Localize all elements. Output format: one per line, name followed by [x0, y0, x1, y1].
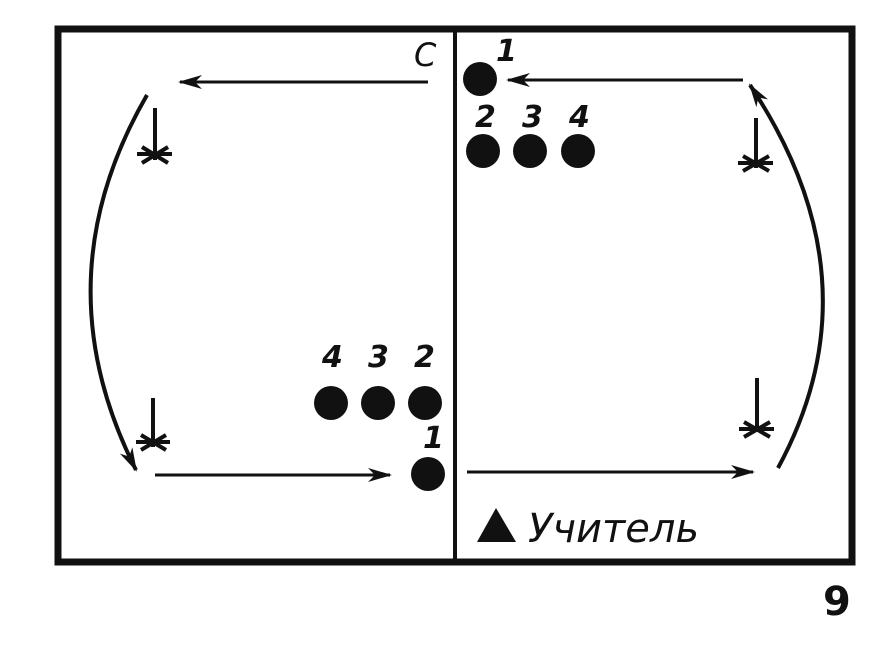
- teacher-triangle-icon: [477, 508, 516, 542]
- flag-marker-icon: [137, 108, 172, 165]
- court-border: [54, 25, 856, 566]
- player-dot-icon: [466, 134, 500, 168]
- player-number: 3: [522, 100, 543, 135]
- player-dot-icon: [408, 386, 442, 420]
- flag-marker-icon: [739, 378, 774, 439]
- player-number: 1: [496, 34, 517, 69]
- center-label: C: [414, 36, 437, 74]
- player-dot-icon: [561, 134, 595, 168]
- flag-marker-icon: [738, 118, 773, 173]
- player-dot-icon: [361, 386, 395, 420]
- player-dot-icon: [463, 62, 497, 96]
- player-dot-icon: [513, 134, 547, 168]
- flag-marker-icon: [136, 398, 170, 452]
- player-number: 2: [475, 100, 496, 135]
- player-dot-icon: [411, 457, 445, 491]
- player-number: 3: [368, 340, 389, 375]
- player-number: 1: [423, 421, 444, 456]
- arrow-curve-right: [748, 83, 825, 469]
- player-dot-icon: [314, 386, 348, 420]
- player-number: 4: [568, 100, 590, 135]
- figure-number: 9: [823, 579, 851, 625]
- player-number: 4: [321, 340, 343, 375]
- player-number: 2: [414, 340, 435, 375]
- teacher-label: Учитель: [528, 506, 699, 552]
- arrow-curve-left: [88, 93, 149, 472]
